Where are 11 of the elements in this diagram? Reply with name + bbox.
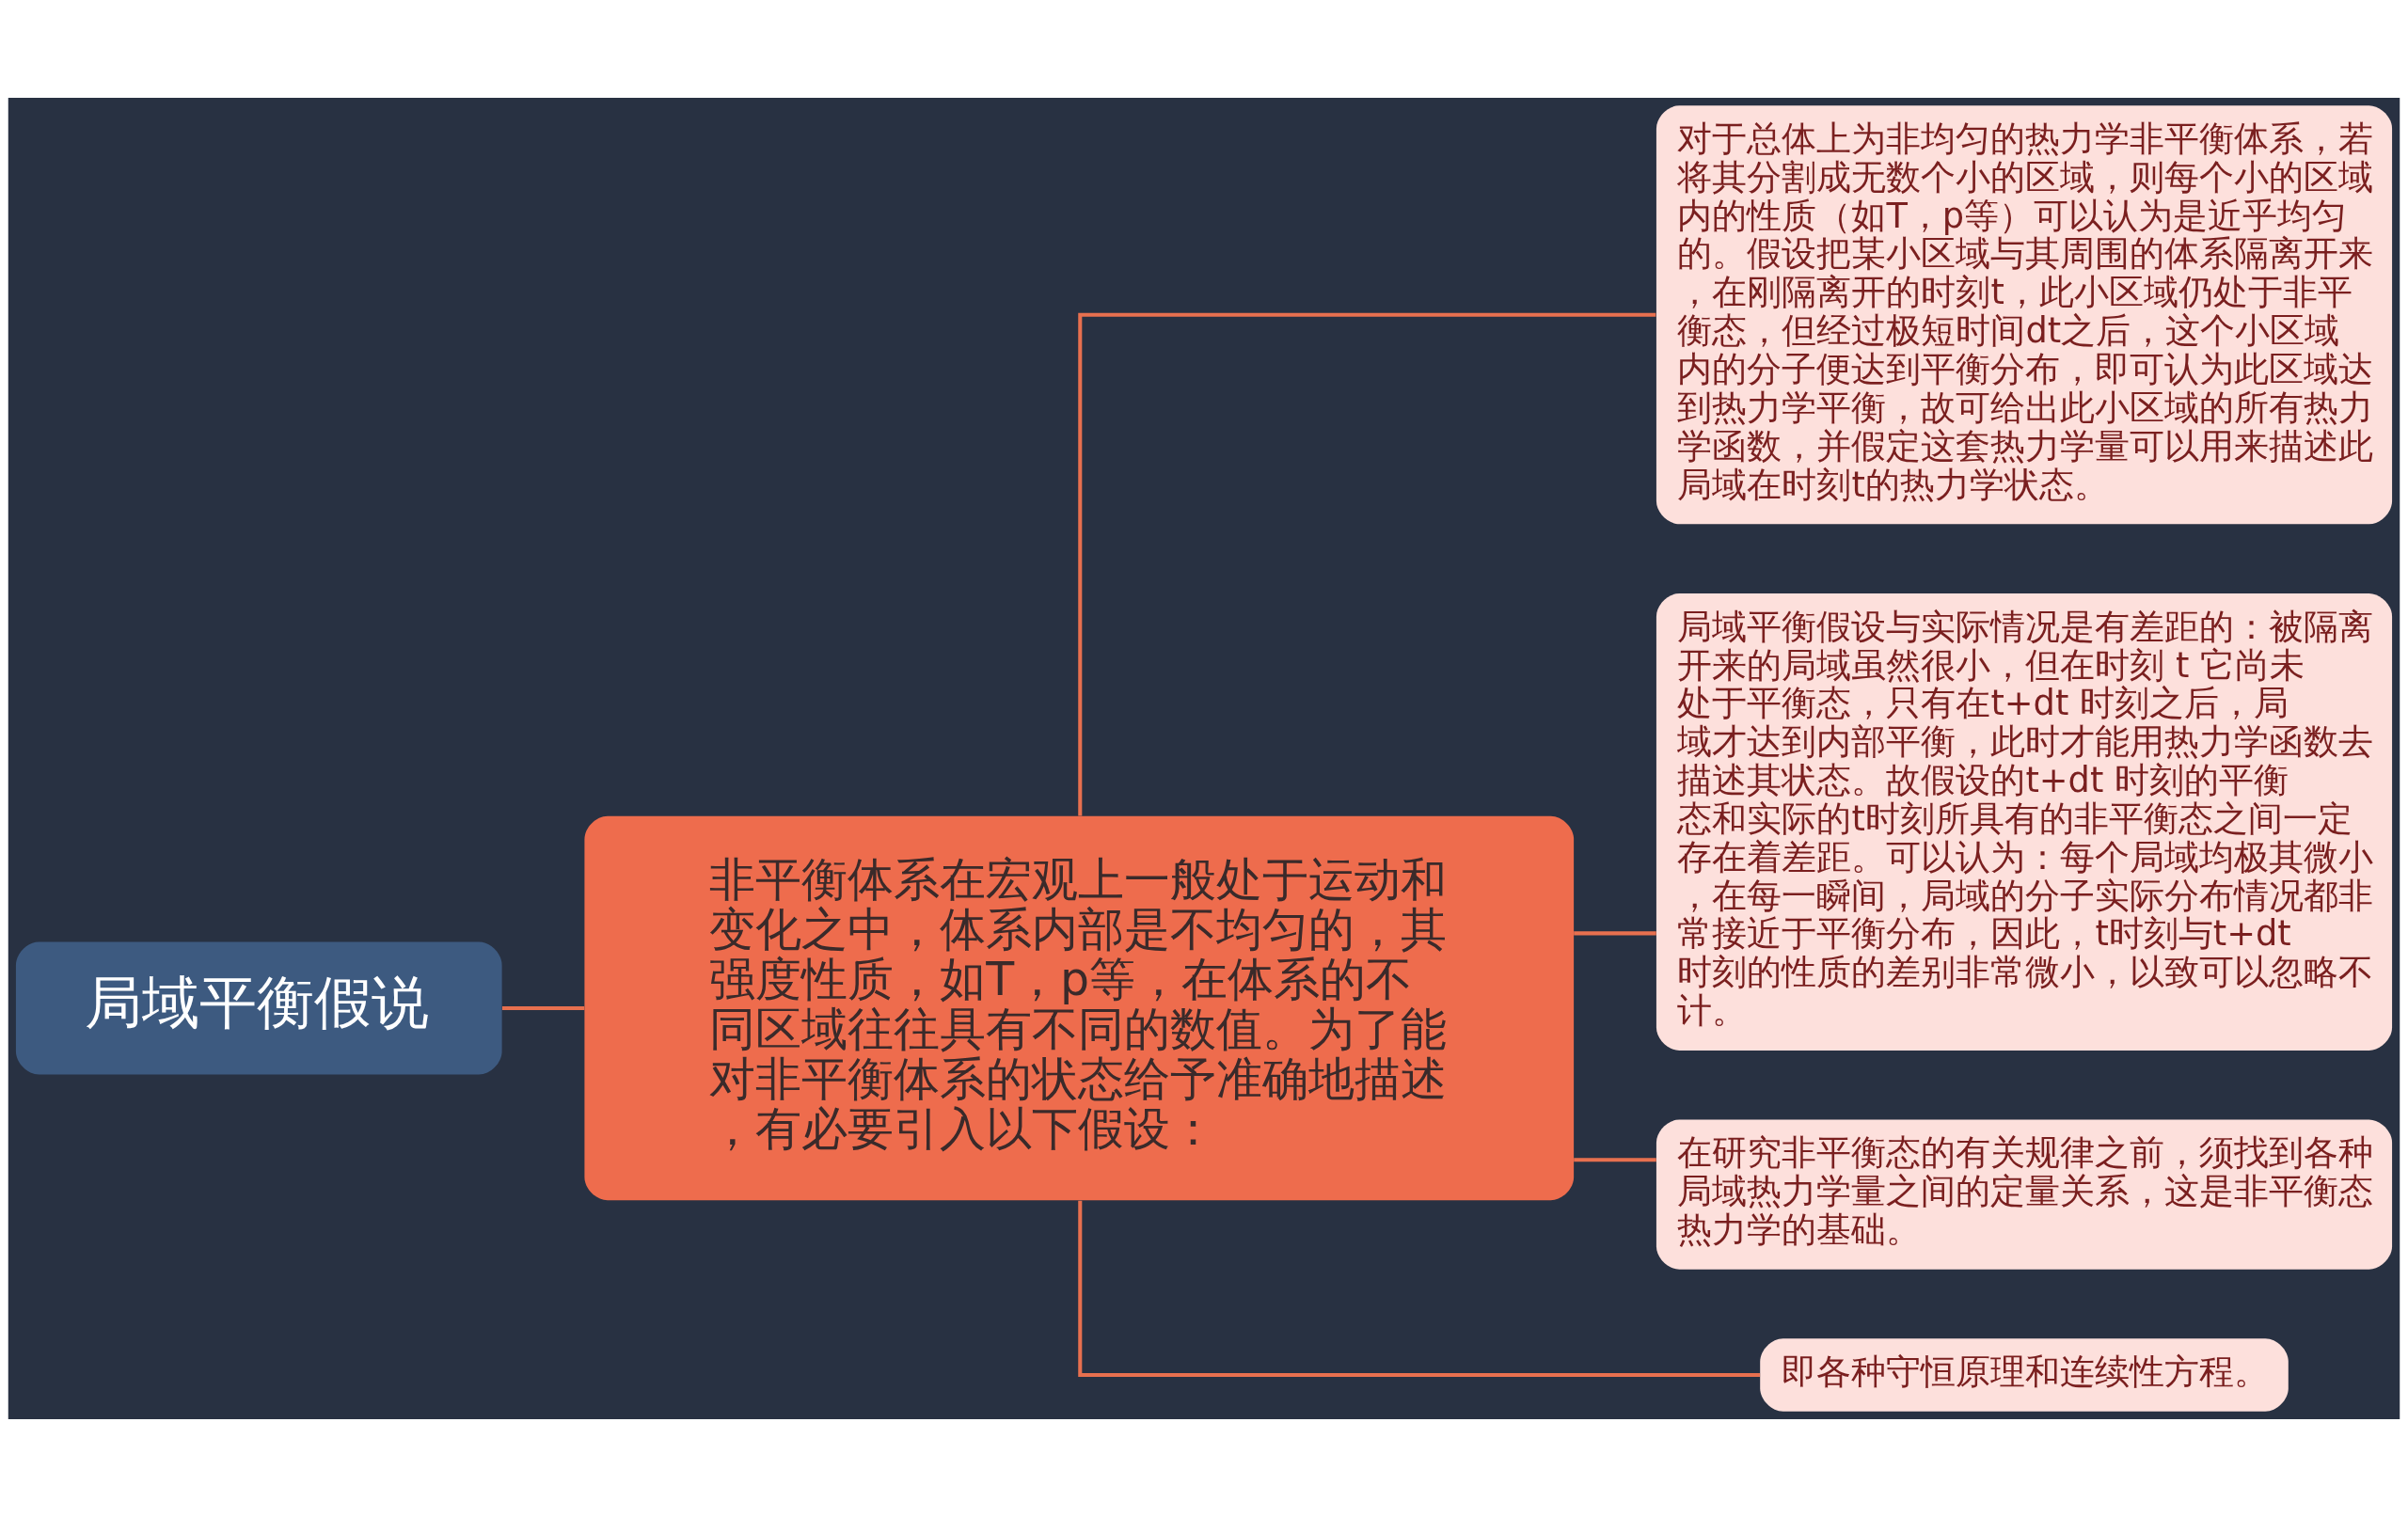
- node-box: 局域平衡假说: [15, 941, 502, 1075]
- node-box: 即各种守恒原理和连续性方程。: [1760, 1338, 2289, 1412]
- connector: [1078, 312, 1656, 816]
- connector: [1574, 931, 1656, 936]
- connector: [501, 1005, 585, 1010]
- connector: [1078, 1200, 1761, 1378]
- node-box: 对于总体上为非均匀的热力学非平衡体系，若将其分割成无数个小的区域，则每个小的区域内的性质（如T，p等）可以认为是近乎均匀的。假设把某小区域与其周围的体系隔离开来，在刚隔离开的时刻t，此小区域仍处于非平衡态，但经过极短时间dt之后，这个小区域内的分子便达到平衡分布，即可认为此区域达到热力学平衡，故可给出此小区域的所有热力学函数，并假定这套热力学量可以用来描述此局域在时刻t的热力学状态。: [1656, 105, 2393, 525]
- node-box: 局域平衡假设与实际情况是有差距的：被隔离开来的局域虽然很小，但在时刻 t 它尚未处于平衡态，只有在t+dt 时刻之后，局域才达到内部平衡，此时才能用热力学函数去描述其状态。故假设的t+dt 时刻的平衡态和实际的t时刻所具有的非平衡态之间一定存在着差距。可以认为：每个局域均极其微小，在每一瞬间，局域的分子实际分布情况都非常接近于平衡分布，因此，t时刻与t+dt时刻的性质的差别非常微小，以致可以忽略不计。: [1656, 593, 2393, 1051]
- node-box: 在研究非平衡态的有关规律之前，须找到各种局域热力学量之间的定量关系，这是非平衡态热力学的基础。: [1656, 1119, 2393, 1270]
- node-box: 非平衡体系在宏观上一般处于运动和变化之中，体系内部是不均匀的，其强度性质，如T，p等，在体系的不同区域往往具有不同的数值。为了能对非平衡体系的状态给予准确地描述，有必要引入以下假设：: [584, 815, 1575, 1201]
- connector: [1574, 1158, 1656, 1162]
